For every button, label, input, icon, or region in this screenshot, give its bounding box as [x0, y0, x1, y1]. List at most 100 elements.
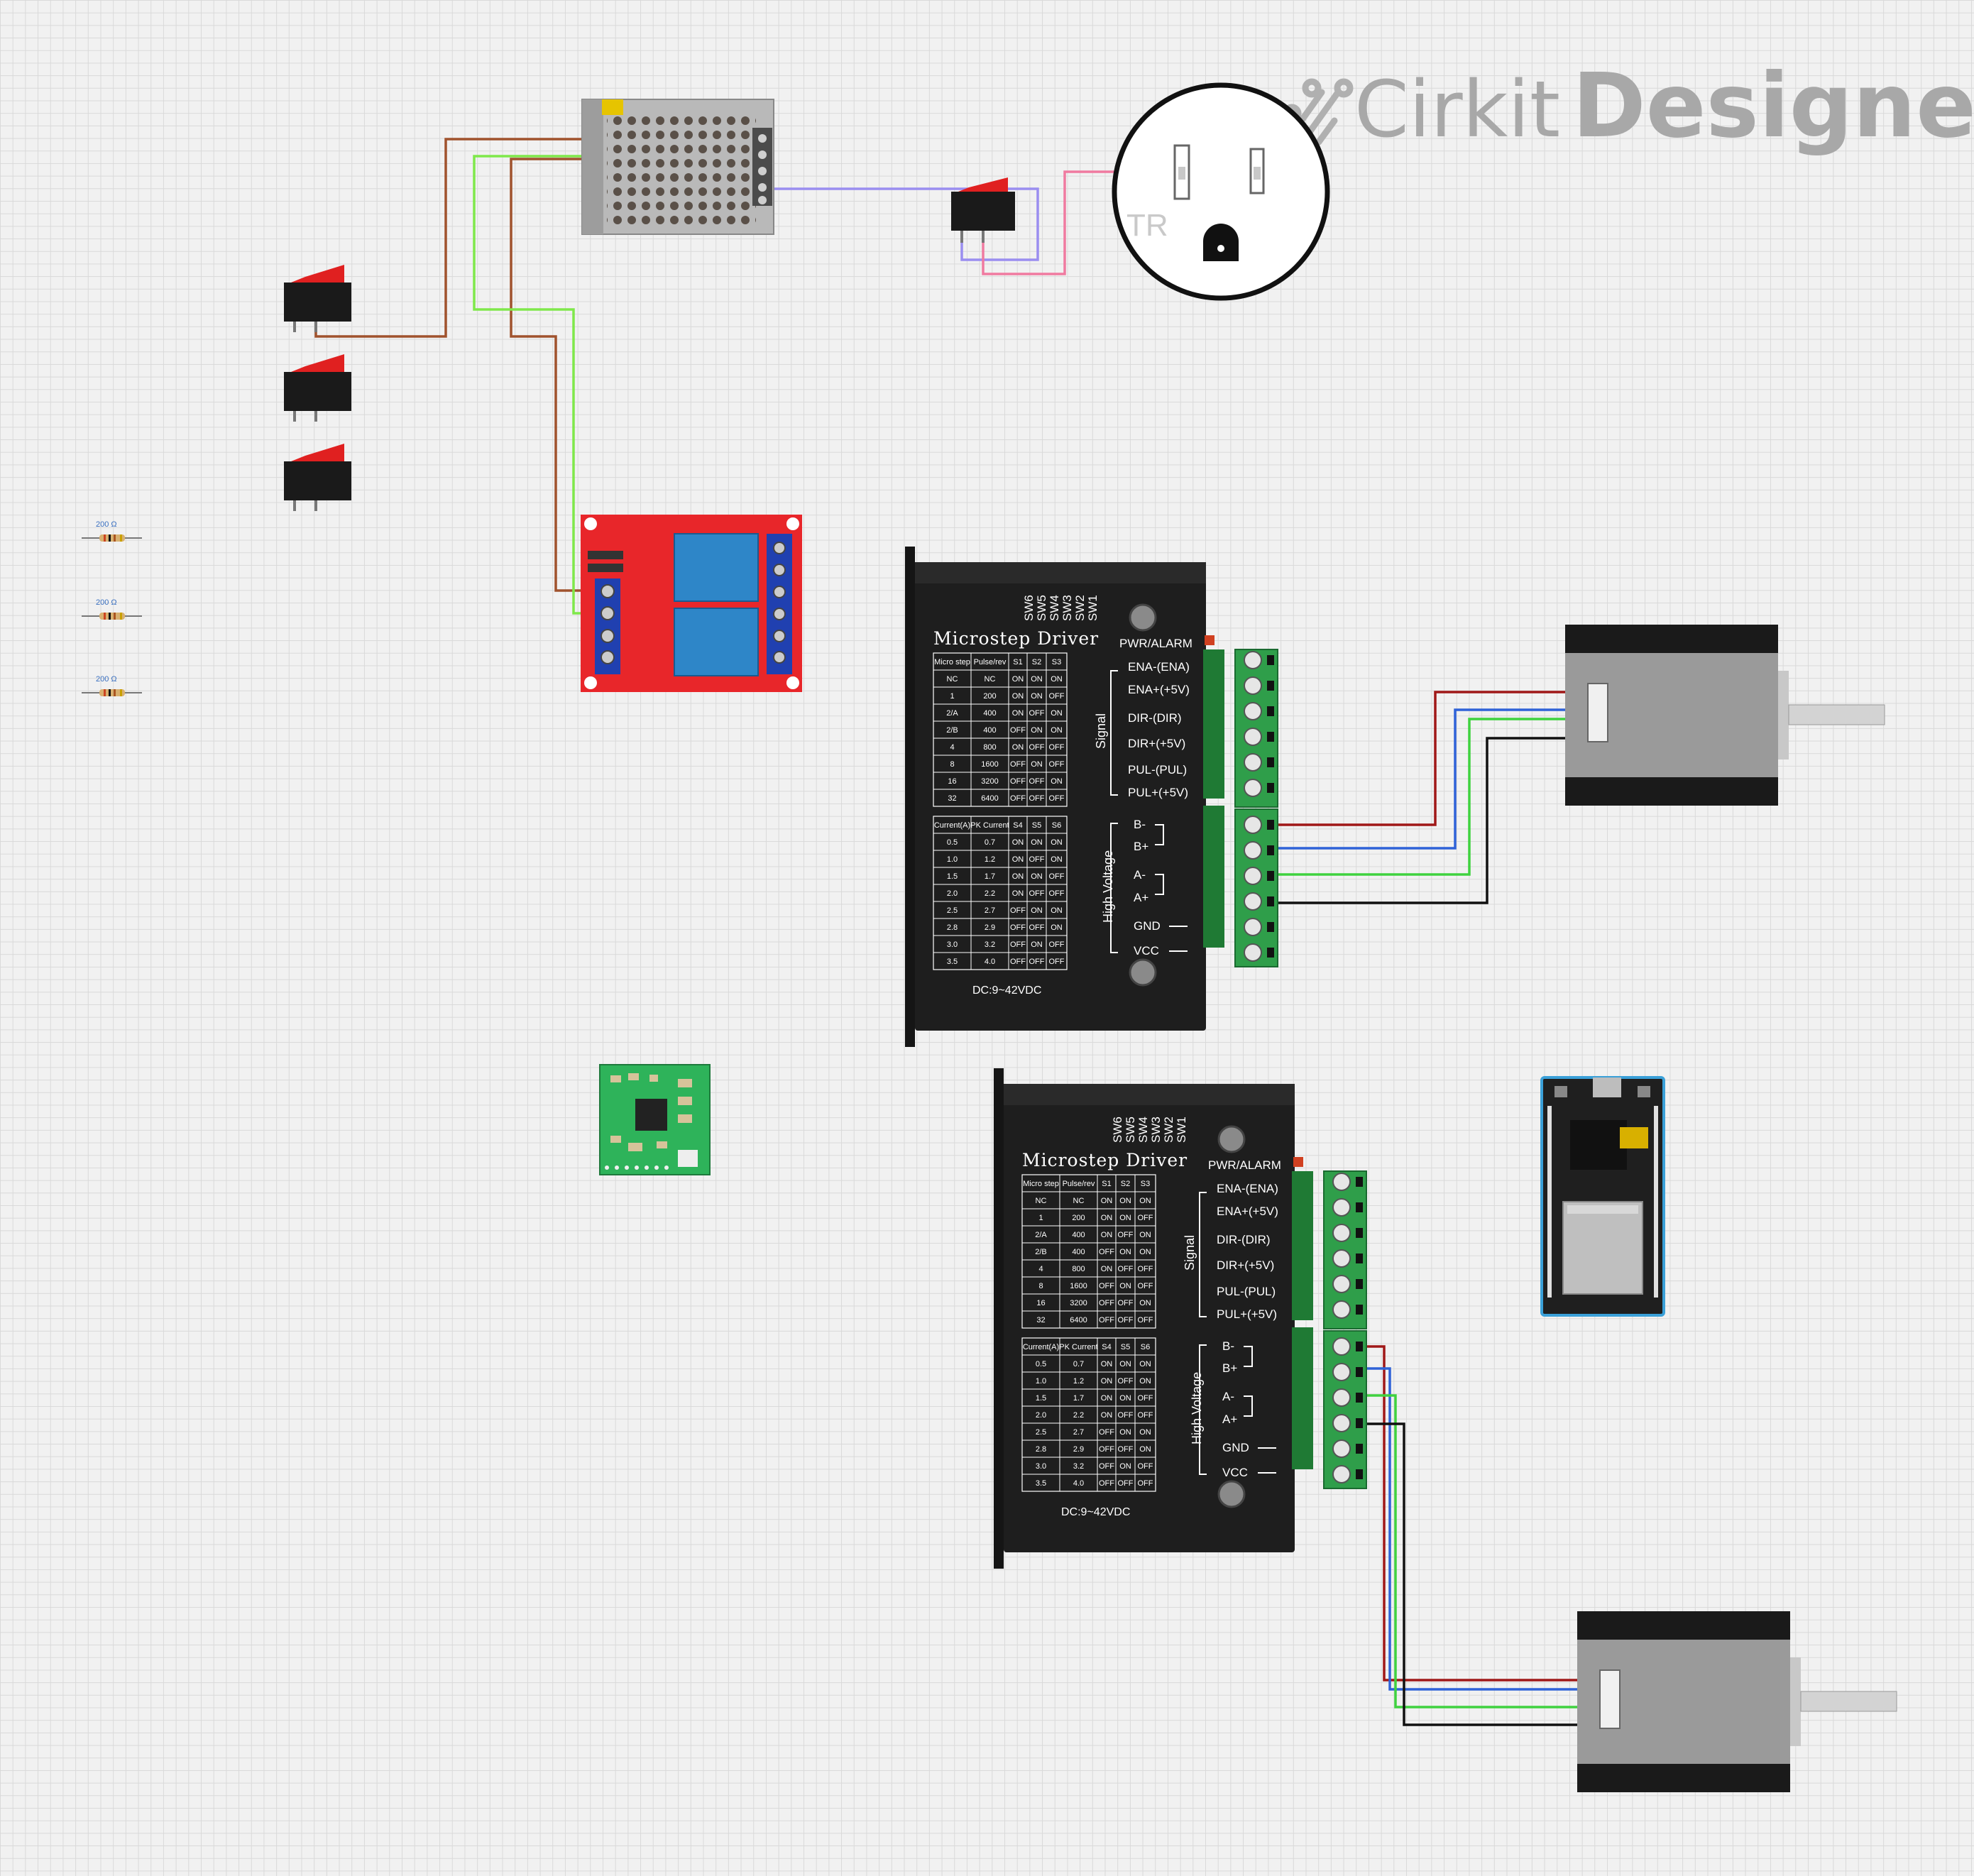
- table-cell: 6400: [1070, 1316, 1087, 1324]
- coil-b-symbol: [1244, 1346, 1253, 1367]
- esp32-module-shield: [1562, 1201, 1643, 1295]
- relay-coil-1: [674, 533, 759, 602]
- wire-black-motor1[interactable]: [1271, 737, 1590, 904]
- table-cell: 1600: [1070, 1282, 1087, 1290]
- terminal-screw[interactable]: [1244, 651, 1262, 669]
- terminal-screw[interactable]: [1244, 892, 1262, 911]
- table-cell: 1: [1038, 1214, 1043, 1222]
- table-cell: 400: [1072, 1231, 1085, 1239]
- terminal-screw[interactable]: [1244, 943, 1262, 962]
- terminal-screw[interactable]: [1332, 1173, 1351, 1191]
- wire-black-motor2[interactable]: [1359, 1422, 1601, 1726]
- esp32-dev-board[interactable]: [1540, 1076, 1665, 1317]
- ac-outlet[interactable]: TR: [1112, 82, 1330, 301]
- relay-module[interactable]: [581, 515, 802, 692]
- hv-pin-label: A+: [1222, 1413, 1237, 1426]
- terminal-screw[interactable]: [1244, 702, 1262, 720]
- table-cell: 2.0: [1036, 1411, 1046, 1420]
- table-cell: 2.7: [1073, 1428, 1084, 1437]
- wire-green-motor1[interactable]: [1271, 718, 1590, 876]
- terminal-screw[interactable]: [1332, 1275, 1351, 1293]
- resistor-1[interactable]: 200 Ω: [82, 520, 142, 542]
- table-cell: ON: [1119, 1248, 1131, 1256]
- driver-mount-flange: [994, 1068, 1004, 1569]
- table-cell: 2/A: [1035, 1231, 1047, 1239]
- terminal-screw[interactable]: [1332, 1224, 1351, 1242]
- table-cell: OFF: [1118, 1299, 1134, 1307]
- wire-green-motor2[interactable]: [1359, 1394, 1601, 1708]
- outlet-mark: TR: [1126, 208, 1168, 243]
- signal-pin-label: PUL+(+5V): [1128, 786, 1188, 799]
- terminal-screw[interactable]: [1244, 676, 1262, 695]
- table-cell: 2.5: [1036, 1428, 1046, 1437]
- terminal-screw[interactable]: [1244, 816, 1262, 834]
- table-cell: ON: [1119, 1428, 1131, 1437]
- table-cell: 1.5: [947, 872, 958, 881]
- signal-terminal-block: [1203, 649, 1224, 799]
- signal-pin-label: PUL+(+5V): [1217, 1307, 1277, 1321]
- terminal-screw[interactable]: [1332, 1249, 1351, 1268]
- table-cell: 2.5: [947, 906, 958, 915]
- resistor-2[interactable]: 200 Ω: [82, 598, 142, 620]
- wire-blue-motor2[interactable]: [1359, 1367, 1601, 1691]
- table-cell: 16: [1036, 1299, 1045, 1307]
- table-cell: ON: [1031, 838, 1043, 847]
- wire-blue-motor1[interactable]: [1271, 708, 1590, 850]
- resistor-3[interactable]: 200 Ω: [82, 675, 142, 696]
- driver-title: Microstep Driver: [1022, 1150, 1188, 1170]
- rocker-switch-2[interactable]: [284, 354, 351, 422]
- table-cell: ON: [1139, 1445, 1151, 1454]
- table-cell: ON: [1012, 872, 1024, 881]
- table-cell: 3.5: [1036, 1479, 1046, 1488]
- table-cell: ON: [1012, 675, 1024, 684]
- terminal-screw[interactable]: [1332, 1388, 1351, 1407]
- table-header-cell: S3: [1141, 1180, 1150, 1188]
- table-cell: 32: [948, 794, 956, 803]
- stepper-motor-1[interactable]: [1565, 625, 1885, 806]
- terminal-screw[interactable]: [1332, 1198, 1351, 1217]
- wire-red-motor2[interactable]: [1359, 1345, 1601, 1682]
- power-supply[interactable]: [581, 99, 774, 235]
- terminal-screw[interactable]: [1332, 1363, 1351, 1381]
- signal-pin-label: PUL-(PUL): [1128, 763, 1187, 777]
- table-cell: OFF: [1118, 1377, 1134, 1386]
- table-cell: OFF: [1138, 1265, 1153, 1273]
- signal-pin-label: ENA+(+5V): [1128, 683, 1190, 696]
- rocker-switch-main[interactable]: [951, 177, 1015, 243]
- terminal-screw[interactable]: [1244, 753, 1262, 772]
- terminal-screw[interactable]: [1244, 841, 1262, 860]
- wire-brown-psu-switch[interactable]: [314, 138, 761, 338]
- wire-red-motor1[interactable]: [1271, 691, 1590, 826]
- table-cell: 2/A: [946, 709, 958, 718]
- terminal-screw[interactable]: [1244, 867, 1262, 885]
- table-cell: OFF: [1010, 906, 1026, 915]
- green-sensor-board[interactable]: [599, 1064, 711, 1175]
- wire-lightgreen-psu-relay[interactable]: [473, 155, 761, 615]
- table-header-cell: S1: [1013, 658, 1022, 667]
- table-cell: 0.7: [1073, 1360, 1084, 1368]
- table-cell: 4: [1038, 1265, 1043, 1273]
- terminal-screw[interactable]: [1332, 1414, 1351, 1432]
- terminal-screw[interactable]: [1244, 728, 1262, 746]
- table-cell: ON: [1012, 889, 1024, 898]
- terminal-screw[interactable]: [1332, 1300, 1351, 1319]
- resistor-label: 200 Ω: [96, 675, 117, 684]
- terminal-screw[interactable]: [1332, 1465, 1351, 1483]
- table-cell: ON: [1139, 1231, 1151, 1239]
- terminal-screw[interactable]: [1244, 918, 1262, 936]
- terminal-screw[interactable]: [1244, 779, 1262, 797]
- terminal-screw[interactable]: [1332, 1439, 1351, 1458]
- wire-brown-psu-relay[interactable]: [510, 158, 761, 592]
- table-cell: ON: [1051, 709, 1063, 718]
- stepper-motor-2[interactable]: [1577, 1611, 1897, 1792]
- rocker-switch-1[interactable]: [284, 265, 351, 332]
- terminal-screw[interactable]: [1332, 1337, 1351, 1356]
- wire-purple-psu-switch[interactable]: [761, 187, 1039, 261]
- table-cell: OFF: [1049, 958, 1065, 966]
- table-cell: OFF: [1099, 1445, 1114, 1454]
- rocker-switch-3[interactable]: [284, 444, 351, 511]
- wire-pink-switch-outlet[interactable]: [982, 170, 1182, 275]
